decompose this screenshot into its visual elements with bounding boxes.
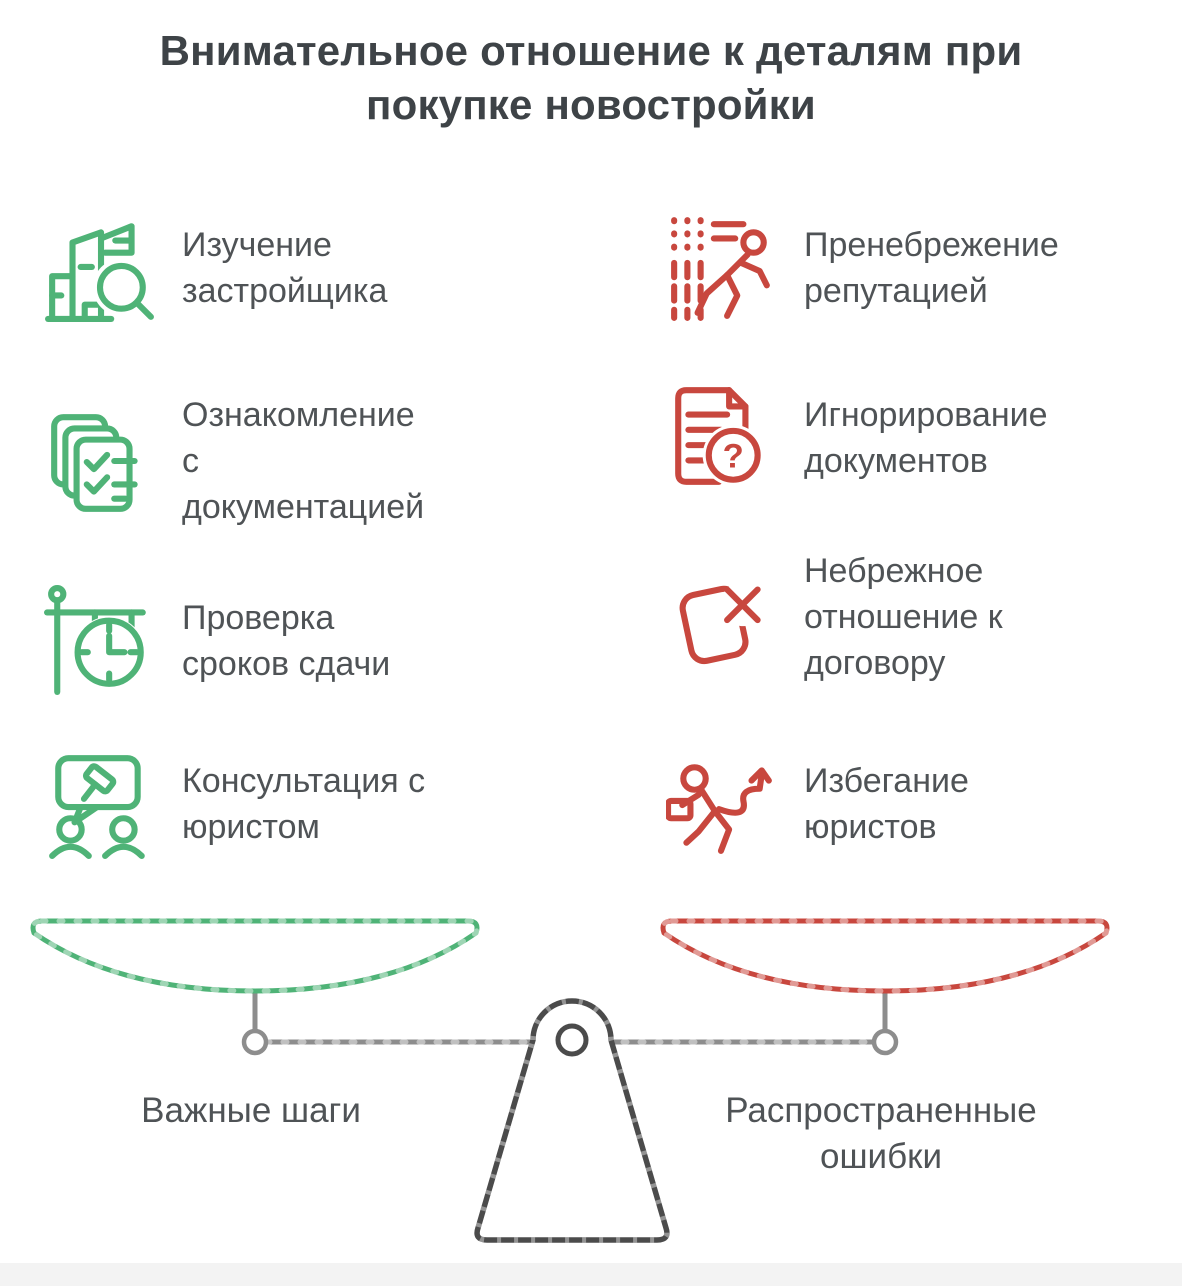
lawyer-consultation-icon [44, 748, 156, 860]
left-pan-label: Важные шаги [141, 1091, 361, 1130]
reputation-neglect-icon [666, 212, 778, 324]
scale-fulcrum [474, 998, 670, 1243]
documents-checklist-icon [44, 405, 156, 517]
developer-research-icon [44, 212, 156, 324]
page-title: Внимательное отношение к деталям при пок… [159, 27, 1023, 128]
scale-beam [241, 988, 899, 1056]
mistake-label: Игнорирование документов [804, 396, 1048, 480]
deadline-clock-icon [44, 585, 156, 697]
mistake-item-avoid-lawyers: Избегание юристов [666, 748, 969, 860]
step-item-documents-review: Ознакомление с документацией [44, 392, 424, 530]
document-question-icon: ? [666, 382, 778, 494]
step-item-deadline-check: Проверка сроков сдачи [44, 585, 390, 697]
mistake-item-ignore-documents: ? Игнорирование документов [666, 382, 1048, 494]
contract-cross-icon [666, 561, 778, 673]
mistake-item-reputation-neglect: Пренебрежение репутацией [666, 212, 1059, 324]
step-label: Проверка сроков сдачи [182, 599, 391, 683]
mistake-label: Пренебрежение репутацией [804, 226, 1059, 310]
right-pan-label: Распространенные ошибки [725, 1091, 1037, 1176]
footer-strip [0, 1263, 1182, 1286]
scale-pan-left [30, 918, 480, 994]
step-item-lawyer-consultation: Консультация с юристом [44, 748, 425, 860]
step-label: Ознакомление с документацией [182, 396, 425, 526]
svg-text:?: ? [723, 438, 744, 476]
mistake-label: Небрежное отношение к договору [804, 552, 1003, 682]
step-item-developer-research: Изучение застройщика [44, 212, 387, 324]
scale-pan-right [660, 918, 1110, 994]
mistake-label: Избегание юристов [804, 762, 969, 846]
avoid-lawyers-icon [666, 748, 778, 860]
step-label: Изучение застройщика [182, 226, 388, 310]
mistake-item-careless-contract: Небрежное отношение к договору [666, 548, 1003, 686]
step-label: Консультация с юристом [182, 762, 426, 846]
